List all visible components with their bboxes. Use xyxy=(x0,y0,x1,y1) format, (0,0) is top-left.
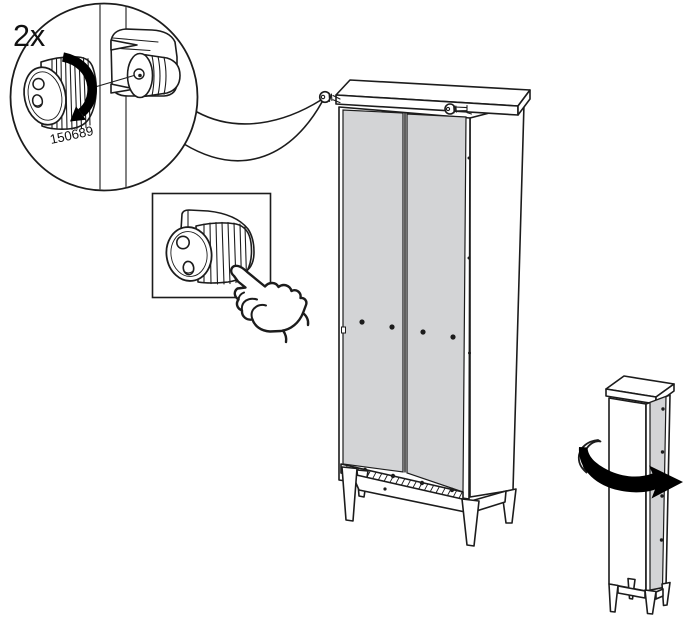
nail-dot xyxy=(390,473,396,479)
nail-dot xyxy=(449,487,455,493)
rotate-arrow-icon xyxy=(577,439,683,499)
knob-ridges xyxy=(453,104,457,114)
leg-near-left xyxy=(608,583,619,613)
screw-dot xyxy=(661,407,665,411)
tail-lower-curve xyxy=(183,101,323,162)
leg-near-right xyxy=(461,498,480,547)
screw-dot xyxy=(659,538,664,542)
knob-shaft xyxy=(454,104,473,115)
magnifier-callout-tail xyxy=(183,99,323,162)
magnified-panel-section xyxy=(94,4,181,190)
panel-screw-dots xyxy=(359,319,456,340)
leg-frame xyxy=(341,466,517,547)
edge-dot xyxy=(467,156,471,160)
knob-ridges xyxy=(328,92,333,102)
lock-knob-in-box xyxy=(165,221,253,285)
fastener-magnifier-callout: 150689 2x xyxy=(9,2,199,192)
lock-knob-top-right xyxy=(444,103,473,115)
apron-dowel-dot xyxy=(383,487,387,491)
knob-face-rim xyxy=(170,231,208,277)
nail-dot xyxy=(419,480,425,486)
leg-far-right xyxy=(661,581,671,607)
receiver-hole xyxy=(133,68,145,80)
rotate-arrow-band xyxy=(578,447,683,499)
hand-wrist-lines xyxy=(281,311,310,344)
knob-hole-lower xyxy=(182,260,195,276)
edge-screw-dots xyxy=(467,156,471,355)
back-panel-right xyxy=(406,113,467,493)
press-detail-box xyxy=(151,192,310,344)
screw-dot xyxy=(420,329,426,335)
leg-near-right xyxy=(644,589,657,615)
knob-face-rim xyxy=(27,71,63,121)
strip-screw-dots xyxy=(659,407,665,542)
pointing-hand-icon xyxy=(230,264,310,344)
knob-hole-upper xyxy=(32,77,45,91)
housing-tooth-bottom xyxy=(110,83,136,94)
knob-hole-shading xyxy=(184,271,193,274)
knob-shaft xyxy=(332,94,341,104)
screw-dot xyxy=(660,450,665,454)
knob-face xyxy=(23,66,67,126)
back-panel-left xyxy=(342,109,404,473)
edge-dot xyxy=(468,351,471,355)
turn-arrow-head xyxy=(70,106,86,122)
cabinet-side-face xyxy=(608,397,647,592)
wardrobe-rotate-step xyxy=(577,375,683,615)
knob-hole-lower xyxy=(31,94,44,108)
lock-knob-top-left xyxy=(318,90,341,104)
receiver-pin-dot xyxy=(138,73,142,78)
tail-upper-curve xyxy=(196,99,322,125)
turn-arrow-arc xyxy=(61,52,97,117)
screw-dot xyxy=(359,319,365,325)
insertion-axis-line xyxy=(94,74,135,88)
wardrobe-back-view xyxy=(318,79,531,547)
housing-tooth-top xyxy=(110,39,138,51)
knob-hole-shading xyxy=(33,103,42,107)
edge-dot xyxy=(467,256,471,260)
hand-curled-fingers xyxy=(237,291,267,321)
quantity-label: 2x xyxy=(13,19,45,53)
wardrobe-top-edge-right xyxy=(517,89,531,116)
knob-hole-upper xyxy=(176,235,191,250)
knob-face-dot xyxy=(445,106,451,112)
leg-near-left xyxy=(341,466,358,522)
knob-face-dot xyxy=(320,94,326,100)
cam-receiver xyxy=(126,52,181,99)
lock-knob-magnified xyxy=(23,52,97,130)
turn-arrow-icon xyxy=(61,52,97,122)
screw-dot xyxy=(660,494,664,498)
screw-dot xyxy=(450,334,456,340)
screw-dot xyxy=(389,324,395,330)
frame-fitting-hole xyxy=(341,326,346,334)
small-leg-frame xyxy=(608,577,671,615)
hand-outline xyxy=(230,264,308,333)
